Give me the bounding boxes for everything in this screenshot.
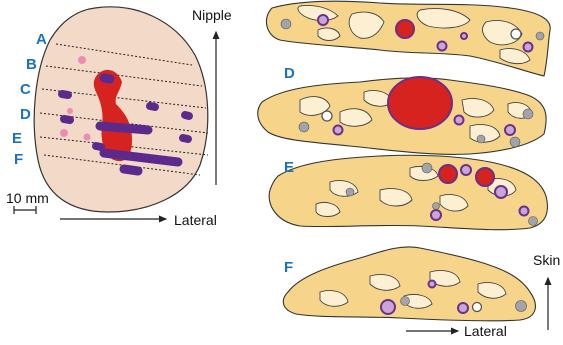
purple-lesion <box>455 116 464 125</box>
purple-bar-f-short <box>124 169 138 171</box>
gray-lesion <box>299 122 309 132</box>
purple-lesion <box>524 43 533 52</box>
lateral-label: Lateral <box>174 212 217 228</box>
pink-lesion <box>84 134 91 141</box>
section-letter-e: E <box>12 130 22 147</box>
red-lesion <box>439 165 457 183</box>
section-letter-d: D <box>20 106 31 123</box>
purple-bar-b <box>104 78 110 79</box>
section-slab-f: F <box>283 247 535 321</box>
purple-lesion <box>438 42 447 51</box>
purple-bar-e-left <box>96 146 101 147</box>
purple-bar-d-left <box>64 119 70 120</box>
scale-label: 10 mm <box>6 190 49 206</box>
white-lesion <box>322 111 332 121</box>
purple-bar-d-long <box>100 126 148 130</box>
gray-lesion <box>401 297 410 306</box>
purple-lesion <box>429 281 436 288</box>
white-lesion <box>511 29 521 39</box>
white-lesion <box>473 303 482 312</box>
section-letter-b: B <box>26 56 37 73</box>
gray-lesion <box>536 32 544 40</box>
section-slab-top <box>266 1 550 76</box>
section-letter-f: F <box>14 151 23 168</box>
gray-lesion <box>523 109 533 119</box>
purple-lesion <box>431 210 441 220</box>
gray-lesion <box>433 203 440 210</box>
purple-lesion <box>461 165 471 175</box>
purple-lesion <box>381 300 395 314</box>
purple-lesion <box>334 126 343 135</box>
gray-lesion <box>477 135 485 143</box>
red-lesion <box>388 77 452 129</box>
pink-lesion <box>67 108 73 114</box>
purple-bar-c-right <box>150 106 155 107</box>
purple-lesion <box>458 303 468 313</box>
purple-bar-d-right <box>185 115 189 116</box>
gray-lesion <box>346 188 354 196</box>
purple-lesion <box>461 33 467 39</box>
pink-lesion <box>60 129 68 137</box>
purple-lesion <box>318 15 328 25</box>
section-letter-c: C <box>20 81 31 98</box>
section-letter: D <box>284 65 295 82</box>
breast-overview: A B C D E F 10 mm Nipple Lateral <box>6 7 232 228</box>
gray-lesion <box>422 163 432 173</box>
purple-lesion <box>495 186 507 198</box>
section-slab-d: D <box>258 65 546 154</box>
red-lesion <box>396 20 414 38</box>
lateral-label-sections: Lateral <box>464 323 507 339</box>
section-slab-e: E <box>269 155 547 229</box>
purple-lesion <box>520 207 529 216</box>
red-lesion <box>476 168 494 186</box>
pink-lesion <box>78 56 86 64</box>
purple-bar-c-left <box>62 94 68 95</box>
gray-lesion <box>510 137 520 147</box>
tissue-slab <box>283 247 535 321</box>
section-letter: E <box>284 159 294 176</box>
gray-lesion <box>529 217 538 226</box>
section-letter-a: A <box>36 31 47 48</box>
gray-lesion <box>281 19 291 29</box>
purple-lesion <box>505 125 515 135</box>
nipple-label: Nipple <box>192 7 232 23</box>
purple-bar-e-right <box>183 138 188 139</box>
section-letter: F <box>284 259 293 276</box>
skin-label: Skin <box>533 252 560 268</box>
gray-lesion <box>516 301 527 312</box>
